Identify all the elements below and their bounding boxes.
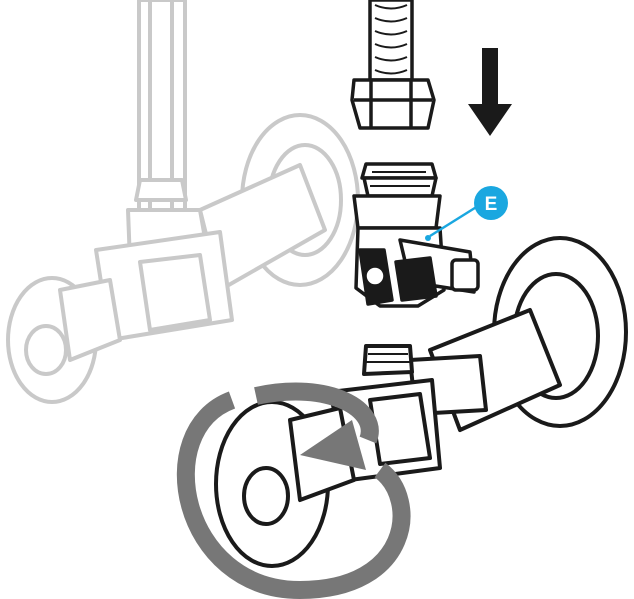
callout-e-badge: [474, 186, 508, 220]
adapter-valve-icon: [352, 162, 480, 308]
callout-e: E: [425, 186, 508, 241]
faded-valve-icon: [6, 0, 360, 404]
rotation-arrow-icon: [176, 382, 411, 599]
supply-hose-icon: [350, 0, 436, 130]
down-arrow-icon: [468, 48, 512, 136]
callout-e-label: E: [485, 194, 498, 215]
